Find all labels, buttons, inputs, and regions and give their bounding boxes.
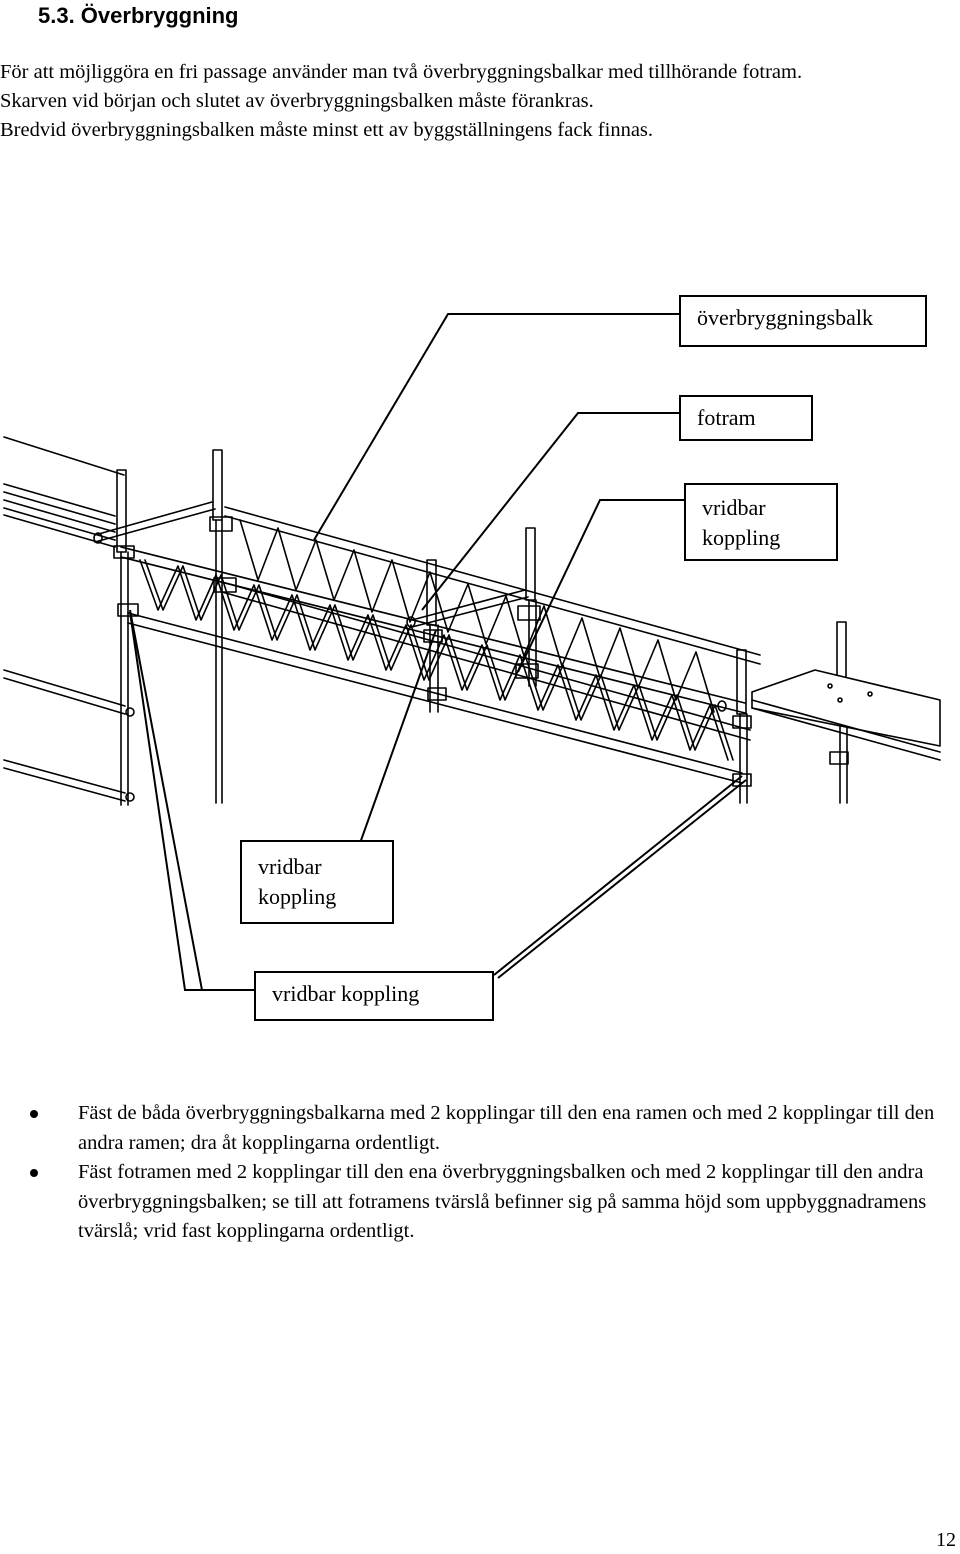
beam-rear-lattice bbox=[239, 519, 715, 713]
callout-foot-frame: fotram bbox=[679, 395, 813, 441]
foot-frame bbox=[93, 501, 529, 628]
list-item: Fäst fotramen med 2 kopplingar till den … bbox=[0, 1158, 955, 1247]
intro-line-1: För att möjliggöra en fri passage använd… bbox=[0, 61, 803, 83]
bridge-beam-illustration bbox=[3, 313, 941, 991]
intro-text: För att möjliggöra en fri passage använd… bbox=[0, 58, 950, 145]
beam-upper-chord bbox=[120, 506, 761, 714]
instruction-list: Fäst de båda överbryggningsbalkarna med … bbox=[0, 1099, 955, 1247]
page-number: 12 bbox=[936, 1529, 956, 1551]
beam-front-lattice bbox=[139, 559, 734, 761]
bullet-dot-icon bbox=[30, 1110, 38, 1118]
callout-swivel-coupler-upper: vridbar koppling bbox=[684, 483, 838, 561]
left-uprights bbox=[116, 449, 223, 806]
bullet-dot-icon bbox=[30, 1169, 38, 1177]
section-heading: 5.3. Överbryggning bbox=[38, 3, 239, 28]
left-scaffold-deck bbox=[3, 436, 125, 548]
middle-uprights bbox=[426, 527, 537, 713]
callout-swivel-coupler-lower: vridbar koppling bbox=[254, 971, 494, 1021]
right-scaffold-deck bbox=[751, 669, 941, 761]
list-item: Fäst de båda överbryggningsbalkarna med … bbox=[0, 1099, 955, 1158]
callout-swivel-coupler-middle: vridbar koppling bbox=[240, 840, 394, 924]
intro-line-3: Bredvid överbryggningsbalken måste minst… bbox=[0, 119, 654, 141]
intro-line-2: Skarven vid början och slutet av överbry… bbox=[0, 90, 594, 112]
swivel-couplers bbox=[113, 516, 849, 787]
beam-lower-chord bbox=[127, 581, 751, 784]
callout-bridge-beam: överbryggningsbalk bbox=[679, 295, 927, 347]
left-lower-tubes bbox=[3, 669, 126, 802]
